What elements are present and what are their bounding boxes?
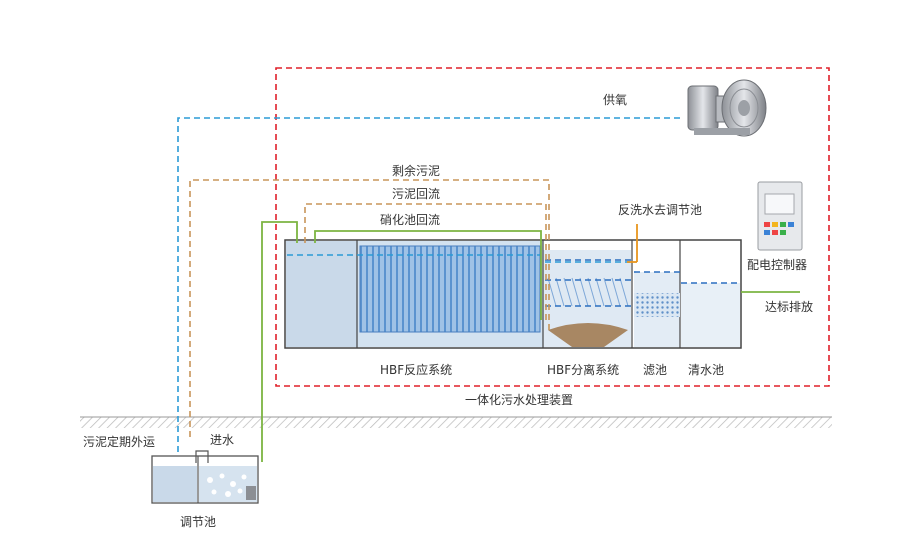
integrated-device-boundary	[275, 67, 830, 387]
sludge-lines	[189, 179, 550, 440]
label-filter-tank: 滤池	[643, 363, 668, 377]
control-cabinet-icon	[757, 181, 803, 251]
label-integrated-device: 一体化污水处理装置	[465, 393, 574, 407]
label-power-controller: 配电控制器	[747, 258, 808, 272]
label-sludge-return: 污泥回流	[392, 187, 441, 201]
label-nitrification-return: 硝化池回流	[380, 213, 441, 227]
label-sludge-transport: 污泥定期外运	[83, 435, 156, 449]
regulating-tank	[151, 450, 259, 504]
blower-icon	[687, 79, 767, 137]
filter-media	[634, 293, 680, 317]
label-water-inlet: 进水	[210, 433, 235, 447]
label-discharge: 达标排放	[765, 300, 814, 314]
label-hbf-separation: HBF分离系统	[547, 363, 620, 377]
sludge-hopper	[548, 323, 628, 347]
membrane-module	[359, 245, 541, 333]
inclined-plates	[545, 259, 632, 307]
label-hbf-reaction: HBF反应系统	[380, 363, 453, 377]
label-backwash: 反洗水去调节池	[618, 203, 703, 217]
backwash-line	[627, 224, 638, 263]
label-oxygen-supply: 供氧	[603, 93, 628, 107]
return-lines	[261, 221, 800, 462]
label-clear-water-tank: 清水池	[688, 363, 725, 377]
label-excess-sludge: 剩余污泥	[392, 164, 441, 178]
ground	[80, 416, 832, 428]
label-regulating-tank: 调节池	[180, 515, 217, 529]
